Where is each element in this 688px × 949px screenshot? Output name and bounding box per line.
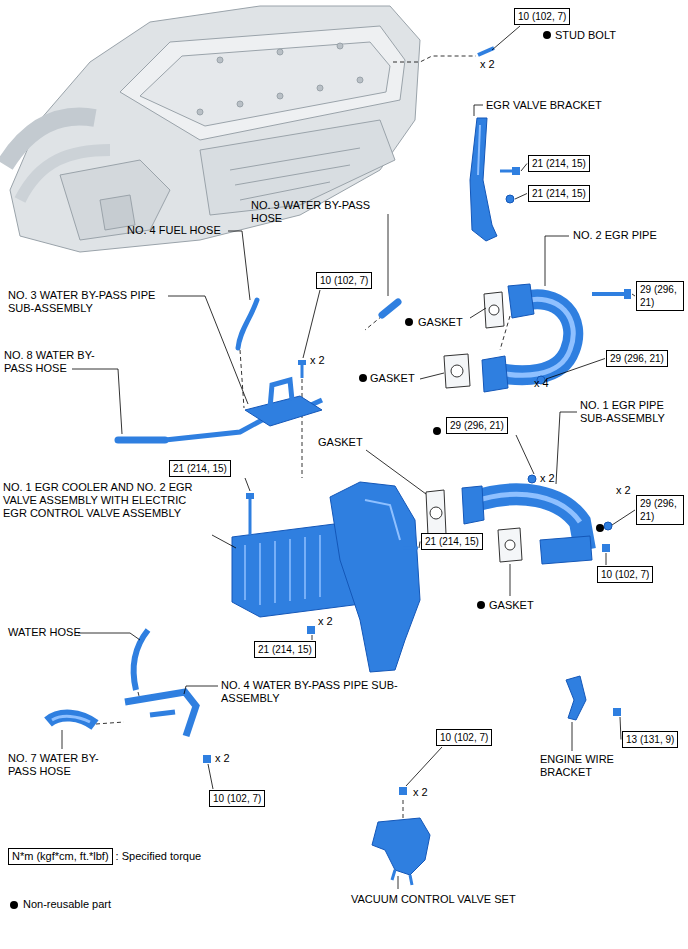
torque-value: 21 (214, 15)	[532, 187, 586, 200]
torque-value: 29 (296, 21)	[640, 497, 680, 523]
torque-value: 21 (214, 15)	[173, 462, 227, 475]
torque-leader-line	[516, 435, 534, 474]
torque-box: 21 (214, 15)	[421, 533, 483, 550]
part-label: NO. 9 WATER BY-PASS HOSE	[251, 199, 391, 225]
torque-leader-line	[612, 510, 635, 525]
quantity-label: x 2	[616, 484, 631, 497]
torque-box: 13 (131, 9)	[622, 731, 678, 748]
part-label: NO. 3 WATER BY-PASS PIPE SUB-ASSEMBLY	[8, 289, 158, 315]
torque-value: 29 (296, 21)	[610, 352, 664, 365]
torque-value: N*m (kgf*cm, ft.*lbf)	[12, 850, 109, 863]
part-label: WATER HOSE	[8, 626, 81, 639]
quantity-label: x 2	[480, 58, 495, 71]
torque-value: 29 (296, 21)	[640, 283, 680, 309]
torque-value: 21 (214, 15)	[532, 157, 586, 170]
torque-value: 21 (214, 15)	[258, 643, 312, 656]
torque-value: 10 (102, 7)	[518, 10, 566, 23]
part-label: NO. 4 FUEL HOSE	[127, 224, 221, 237]
torque-box: 21 (214, 15)	[528, 185, 590, 202]
torque-leader-line	[419, 542, 420, 549]
torque-leader-line	[245, 478, 250, 491]
torque-box: 21 (214, 15)	[254, 641, 316, 658]
torque-box: 10 (102, 7)	[316, 272, 372, 289]
legend-torque-box: N*m (kgf*cm, ft.*lbf)	[8, 848, 113, 865]
torque-value: 13 (131, 9)	[626, 733, 674, 746]
part-label: GASKET	[489, 599, 534, 612]
torque-value: 29 (296, 21)	[450, 419, 504, 432]
torque-leader-line	[521, 164, 527, 172]
part-label: NO. 1 EGR COOLER AND NO. 2 EGR VALVE ASS…	[3, 481, 213, 520]
torque-box: 29 (296, 21)	[636, 281, 684, 311]
alignment-line	[96, 56, 510, 822]
torque-box: 21 (214, 15)	[169, 460, 231, 477]
torque-leader-line	[208, 764, 213, 789]
engine-illustration	[5, 6, 420, 252]
part-label: NO. 8 WATER BY-PASS HOSE	[4, 349, 116, 375]
torque-box: 10 (102, 7)	[209, 790, 265, 807]
part-label: STUD BOLT	[555, 29, 616, 42]
torque-leader-line	[406, 747, 442, 786]
legend-item: Non-reusable part	[10, 898, 111, 911]
torque-box: 29 (296, 21)	[606, 350, 668, 367]
torque-box: 29 (296, 21)	[446, 417, 508, 434]
torque-box: 29 (296, 21)	[636, 495, 684, 525]
torque-value: 10 (102, 7)	[213, 792, 261, 805]
torque-box: 21 (214, 15)	[528, 155, 590, 172]
torque-box: 10 (102, 7)	[597, 566, 653, 583]
part-label: NO. 7 WATER BY-PASS HOSE	[8, 752, 120, 778]
legend-text: Non-reusable part	[23, 898, 111, 910]
torque-leader-line	[606, 553, 607, 565]
part-illustration	[48, 48, 631, 885]
quantity-label: x 4	[534, 377, 549, 390]
torque-leader-line	[312, 635, 313, 640]
part-label: VACUUM CONTROL VALVE SET	[351, 893, 516, 906]
torque-value: 10 (102, 7)	[440, 731, 488, 744]
quantity-label: x 2	[413, 786, 428, 799]
torque-leader-line	[620, 717, 621, 740]
torque-leader-line	[546, 359, 605, 380]
torque-value: 21 (214, 15)	[425, 535, 479, 548]
torque-leader-line	[492, 26, 520, 50]
part-label: NO. 4 WATER BY-PASS PIPE SUB-ASSEMBLY	[221, 679, 401, 705]
part-label: : Specified torque	[116, 850, 202, 863]
part-label: EGR VALVE BRACKET	[486, 99, 602, 112]
quantity-label: x 2	[215, 752, 230, 765]
quantity-label: x 2	[318, 615, 333, 628]
part-label: GASKET	[418, 316, 463, 329]
part-label: GASKET	[370, 372, 415, 385]
quantity-label: x 2	[540, 472, 555, 485]
torque-value: 10 (102, 7)	[601, 568, 649, 581]
torque-leader-line	[632, 294, 635, 296]
non-reusable-symbol	[10, 901, 18, 909]
torque-leader-line	[303, 290, 320, 358]
torque-leader-line	[515, 194, 527, 200]
part-label: NO. 2 EGR PIPE	[573, 229, 657, 242]
part-label: NO. 1 EGR PIPE SUB-ASSEMBLY	[580, 399, 680, 425]
part-label: ENGINE WIRE BRACKET	[540, 753, 630, 779]
torque-box: 10 (102, 7)	[514, 8, 570, 25]
quantity-label: x 2	[310, 354, 325, 367]
torque-value: 10 (102, 7)	[320, 274, 368, 287]
part-label: GASKET	[318, 436, 363, 449]
torque-box: 10 (102, 7)	[436, 729, 492, 746]
non-reusable-mark	[359, 31, 604, 609]
